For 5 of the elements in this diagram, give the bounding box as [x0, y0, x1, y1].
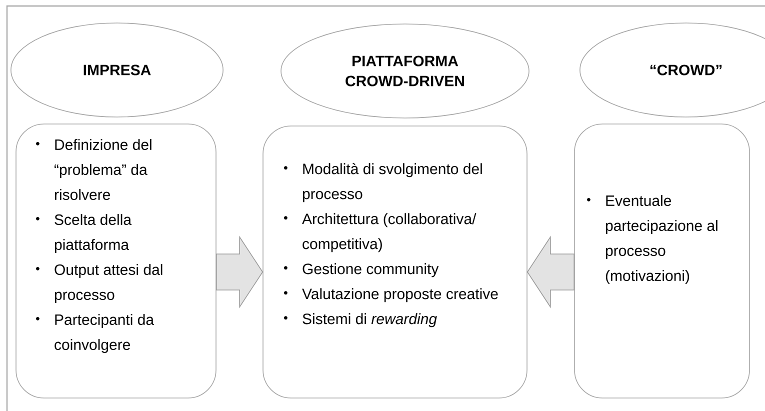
rounded-box: Modalità di svolgimento del processo Architettura (collaborativa/ competitiva) Gestione community Valutazione proposte creative Sistemi di rewarding: [262, 126, 528, 398]
rounded-box: Eventuale partecipazione al processo (motivazioni): [574, 124, 750, 398]
block-arrow: [526, 236, 574, 308]
block-arrow: [216, 236, 264, 308]
rounded-box: Definizione del “problema” da risolvere Scelta della piattaforma Output attesi dal processo Partecipanti da coinvolgere: [16, 124, 216, 398]
